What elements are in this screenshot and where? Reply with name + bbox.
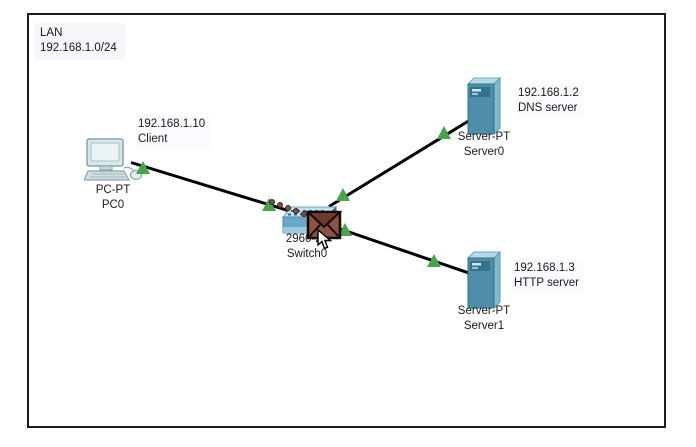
server0-role-label: DNS server bbox=[518, 102, 578, 114]
server-icon bbox=[466, 76, 502, 136]
server1-role-label: HTTP server bbox=[514, 277, 579, 289]
network-name-label: LAN bbox=[40, 27, 63, 39]
server0-device-icon[interactable] bbox=[465, 76, 502, 141]
packet-trail-dot bbox=[301, 211, 307, 217]
pc0-model-label: PC-PT bbox=[95, 184, 131, 196]
pc0-hostname-label: PC0 bbox=[101, 199, 125, 211]
server0-ip-label: 192.168.1.2 bbox=[518, 87, 579, 99]
link-status-arrow-icon bbox=[136, 161, 150, 174]
pc0-name-label: PC-PT PC0 bbox=[77, 183, 149, 213]
packet-trail-dot bbox=[285, 205, 291, 211]
network-note[interactable]: LAN 192.168.1.0/24 bbox=[34, 23, 125, 60]
server0-name-label: Server-PT Server0 bbox=[448, 130, 520, 160]
link-status-arrow-icon bbox=[427, 254, 441, 267]
server0-hostname-label: Server0 bbox=[463, 146, 505, 158]
mouse-cursor-icon bbox=[317, 228, 333, 256]
server1-annotation: 192.168.1.3 HTTP server bbox=[512, 260, 584, 293]
server1-model-label: Server-PT bbox=[457, 305, 511, 317]
pc0-device-icon[interactable] bbox=[83, 138, 144, 189]
server0-annotation: 192.168.1.2 DNS server bbox=[516, 85, 584, 118]
packet-trail-dot bbox=[293, 208, 299, 214]
link-status-arrow-icon bbox=[338, 223, 352, 236]
server1-device-icon[interactable] bbox=[465, 250, 502, 315]
server1-hostname-label: Server1 bbox=[463, 320, 505, 332]
link-status-arrow-icon bbox=[437, 126, 451, 139]
server-icon bbox=[466, 250, 502, 310]
switch0-hostname-label: Switch0 bbox=[286, 248, 328, 260]
server1-name-label: Server-PT Server1 bbox=[448, 304, 520, 334]
packet-trail-dot bbox=[269, 199, 275, 205]
packet-trail-dot bbox=[277, 202, 283, 208]
server1-ip-label: 192.168.1.3 bbox=[514, 262, 575, 274]
link-status-arrow-icon bbox=[336, 188, 350, 201]
network-cidr-label: 192.168.1.0/24 bbox=[40, 42, 117, 54]
pc0-ip-label: 192.168.1.10 bbox=[138, 118, 206, 130]
pc-icon bbox=[83, 138, 143, 181]
pc0-role-label: Client bbox=[138, 133, 168, 145]
logical-workspace[interactable] bbox=[27, 13, 666, 428]
server0-model-label: Server-PT bbox=[457, 131, 511, 143]
pc0-annotation: 192.168.1.10 Client bbox=[136, 116, 211, 149]
